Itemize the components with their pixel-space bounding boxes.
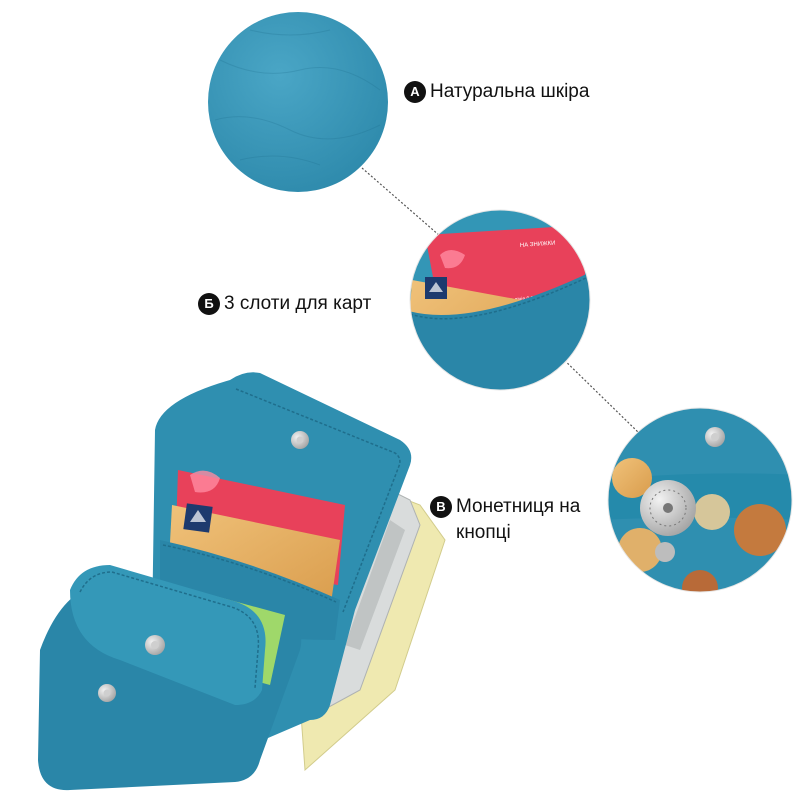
callout-natural-leather: A Натуральна шкіра — [404, 79, 589, 105]
card-slots-circle: НА ЗНИЖКИ гаряча лінія 0 800 303 400 — [409, 209, 591, 391]
callout-text-coin-pocket-line1: Монетниця на — [456, 496, 581, 517]
coin-icon — [612, 458, 786, 592]
card-label-top: НА ЗНИЖКИ — [520, 241, 556, 249]
callout-text-natural-leather: Натуральна шкіра — [430, 81, 590, 102]
callout-badge-b: Б — [198, 292, 220, 315]
connector-line-b-c — [555, 351, 641, 435]
callout-badge-a: A — [404, 80, 426, 103]
snap-button-icon — [291, 431, 309, 449]
callout-card-slots: Б 3 слоти для карт — [198, 291, 371, 317]
snap-button-icon — [98, 684, 116, 702]
callout-badge-c: В — [430, 496, 452, 518]
snap-button-icon — [705, 427, 725, 447]
connector-line-a-b — [361, 167, 441, 237]
leather-texture-circle — [208, 12, 388, 192]
coin-pocket-circle — [607, 407, 793, 593]
snap-button-icon — [145, 635, 165, 655]
callout-text-card-slots: 3 слоти для карт — [224, 293, 372, 314]
callout-text-coin-pocket-line2: кнопці — [456, 521, 511, 543]
wallet-illustration — [38, 372, 446, 791]
callout-coin-pocket: В Монетниця на кнопці — [430, 494, 580, 545]
